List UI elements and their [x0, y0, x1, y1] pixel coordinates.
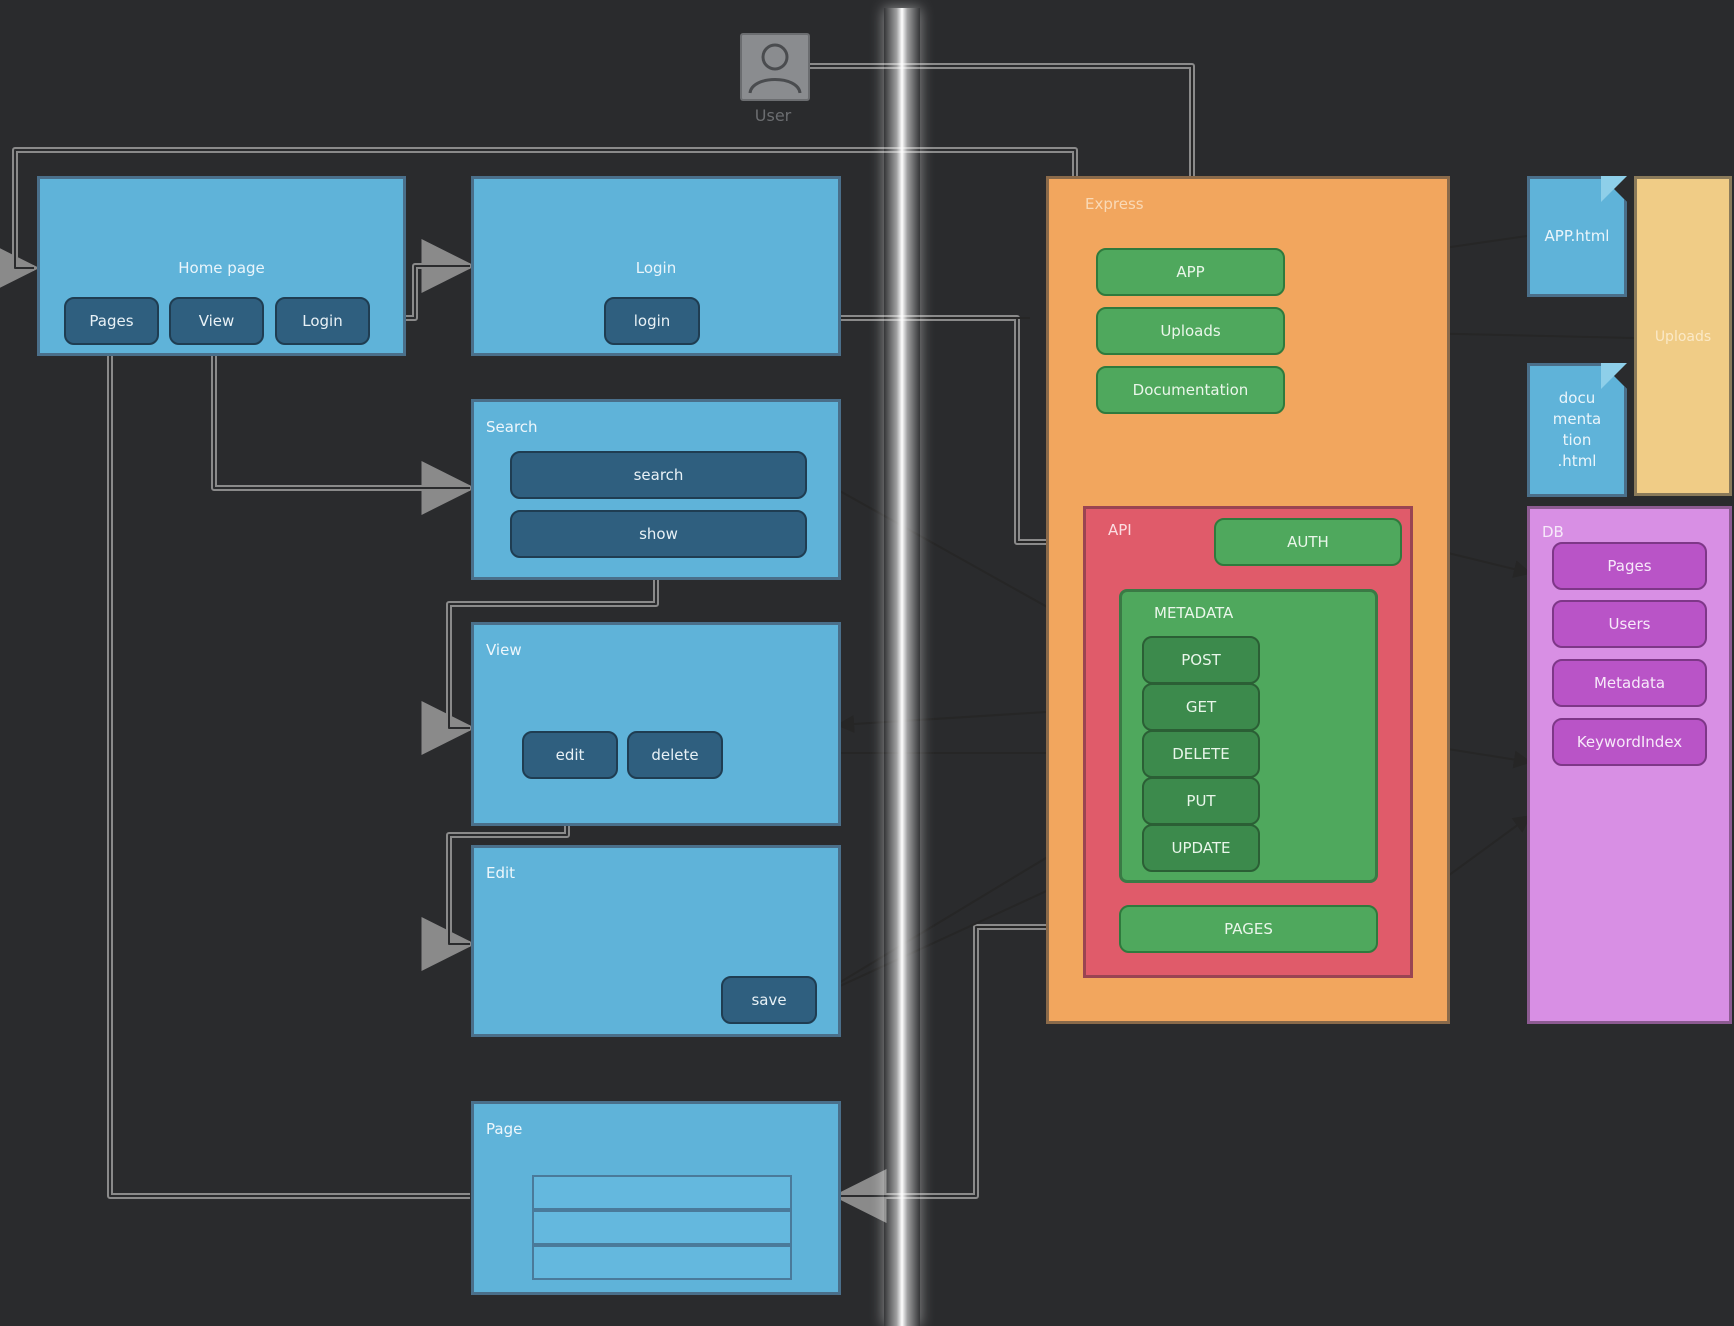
edit-button[interactable]: edit	[522, 731, 618, 779]
search-box: Search search show	[471, 399, 841, 580]
file-fold-icon	[1601, 363, 1627, 389]
view-title: View	[486, 641, 522, 659]
page-table-row	[532, 1175, 792, 1210]
user-label: User	[754, 106, 792, 125]
search-button[interactable]: search	[510, 451, 807, 499]
home-login-button[interactable]: Login	[275, 297, 370, 345]
file-fold-icon	[1601, 176, 1627, 202]
view-box: View edit delete	[471, 622, 841, 826]
db-table-metadata[interactable]: Metadata	[1552, 659, 1707, 707]
auth-endpoint[interactable]: AUTH	[1214, 518, 1402, 566]
put-method[interactable]: PUT	[1142, 777, 1260, 825]
update-method[interactable]: UPDATE	[1142, 824, 1260, 872]
home-pages-button[interactable]: Pages	[64, 297, 159, 345]
edit-box: Edit save	[471, 845, 841, 1037]
page-table-row	[532, 1210, 792, 1245]
delete-method[interactable]: DELETE	[1142, 730, 1260, 778]
home-view-button[interactable]: View	[169, 297, 264, 345]
search-title: Search	[486, 418, 538, 436]
uploads-store: Uploads	[1634, 176, 1732, 496]
db-table-keywordindex[interactable]: KeywordIndex	[1552, 718, 1707, 766]
express-title: Express	[1085, 195, 1144, 213]
delete-button[interactable]: delete	[627, 731, 723, 779]
home-page-title: Home page	[178, 259, 265, 277]
documentation-endpoint[interactable]: Documentation	[1096, 366, 1285, 414]
page-title: Page	[486, 1120, 523, 1138]
db-title: DB	[1542, 523, 1564, 541]
show-button[interactable]: show	[510, 510, 807, 558]
metadata-title: METADATA	[1154, 604, 1234, 622]
documentation-html-label: docu menta tion .html	[1552, 389, 1602, 470]
app-endpoint[interactable]: APP	[1096, 248, 1285, 296]
uploads-store-label: Uploads	[1654, 329, 1712, 345]
db-table-pages[interactable]: Pages	[1552, 542, 1707, 590]
login-button[interactable]: login	[604, 297, 700, 345]
app-html-label: APP.html	[1544, 227, 1610, 245]
api-title: API	[1108, 521, 1132, 539]
user-icon	[740, 33, 810, 101]
page-table-row	[532, 1245, 792, 1280]
post-method[interactable]: POST	[1142, 636, 1260, 684]
frontend-backend-divider	[884, 8, 920, 1326]
save-button[interactable]: save	[721, 976, 817, 1024]
edit-title: Edit	[486, 864, 516, 882]
login-box: Login login	[471, 176, 841, 356]
home-page-box: Home page Pages View Login	[37, 176, 406, 356]
get-method[interactable]: GET	[1142, 683, 1260, 731]
uploads-endpoint[interactable]: Uploads	[1096, 307, 1285, 355]
login-title: Login	[635, 259, 677, 277]
db-table-users[interactable]: Users	[1552, 600, 1707, 648]
pages-endpoint[interactable]: PAGES	[1119, 905, 1378, 953]
